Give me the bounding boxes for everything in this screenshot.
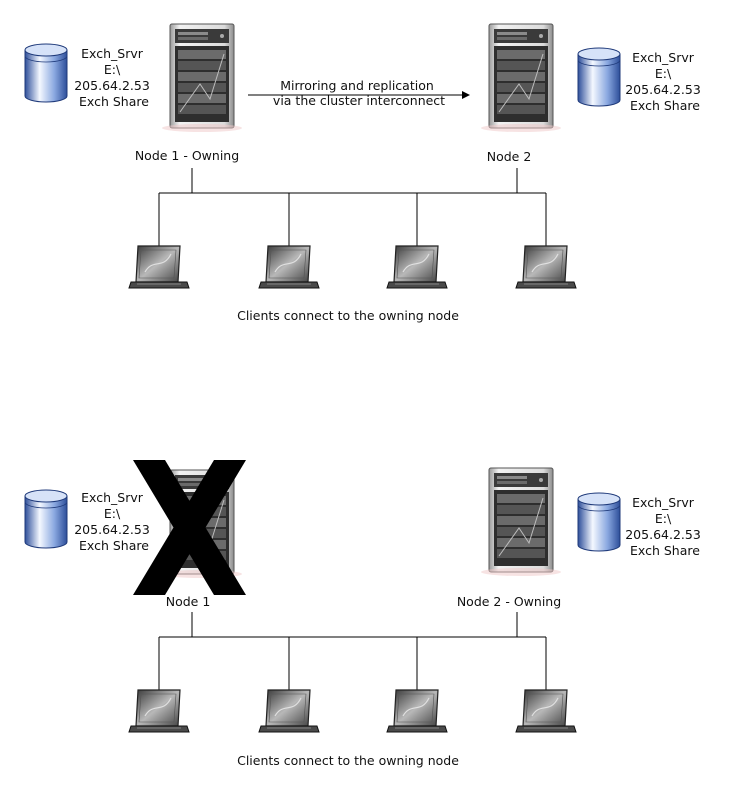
network-bus	[158, 612, 547, 690]
interconnect-arrowhead	[462, 91, 470, 99]
interconnect-label: Mirroring and replication via the cluste…	[273, 78, 445, 108]
database-cylinder-icon	[577, 47, 621, 107]
node-label-left: Node 1	[166, 594, 211, 609]
laptop-icon	[515, 689, 577, 733]
database-cylinder-icon	[24, 43, 68, 103]
scenario-failover: Exch_Srvr E:\ 205.64.2.53 Exch Share Nod…	[24, 460, 705, 768]
node-label-right: Node 2 - Owning	[457, 594, 561, 609]
laptop-icon	[258, 689, 320, 733]
server-tower-icon	[480, 467, 562, 577]
storage-label-right: Exch_Srvr E:\ 205.64.2.53 Exch Share	[625, 50, 705, 113]
laptop-icon	[128, 245, 190, 289]
clients-caption: Clients connect to the owning node	[237, 753, 459, 768]
laptop-icon	[515, 245, 577, 289]
laptop-icon	[386, 689, 448, 733]
storage-label-left: Exch_Srvr E:\ 205.64.2.53 Exch Share	[74, 46, 154, 109]
laptop-icon	[386, 245, 448, 289]
storage-label-left: Exch_Srvr E:\ 205.64.2.53 Exch Share	[74, 490, 154, 553]
database-cylinder-icon	[24, 489, 68, 549]
storage-label-right: Exch_Srvr E:\ 205.64.2.53 Exch Share	[625, 495, 705, 558]
node-label-right: Node 2	[487, 149, 532, 164]
server-tower-icon	[161, 23, 243, 133]
laptop-icon	[258, 245, 320, 289]
node-label-left: Node 1 - Owning	[135, 148, 239, 163]
scenario-normal-operation: Exch_Srvr E:\ 205.64.2.53 Exch Share Nod…	[24, 23, 705, 323]
failure-x-icon	[133, 460, 246, 595]
database-cylinder-icon	[577, 492, 621, 552]
server-tower-icon	[480, 23, 562, 133]
clients-caption: Clients connect to the owning node	[237, 308, 459, 323]
laptop-icon	[128, 689, 190, 733]
network-bus	[158, 168, 547, 246]
